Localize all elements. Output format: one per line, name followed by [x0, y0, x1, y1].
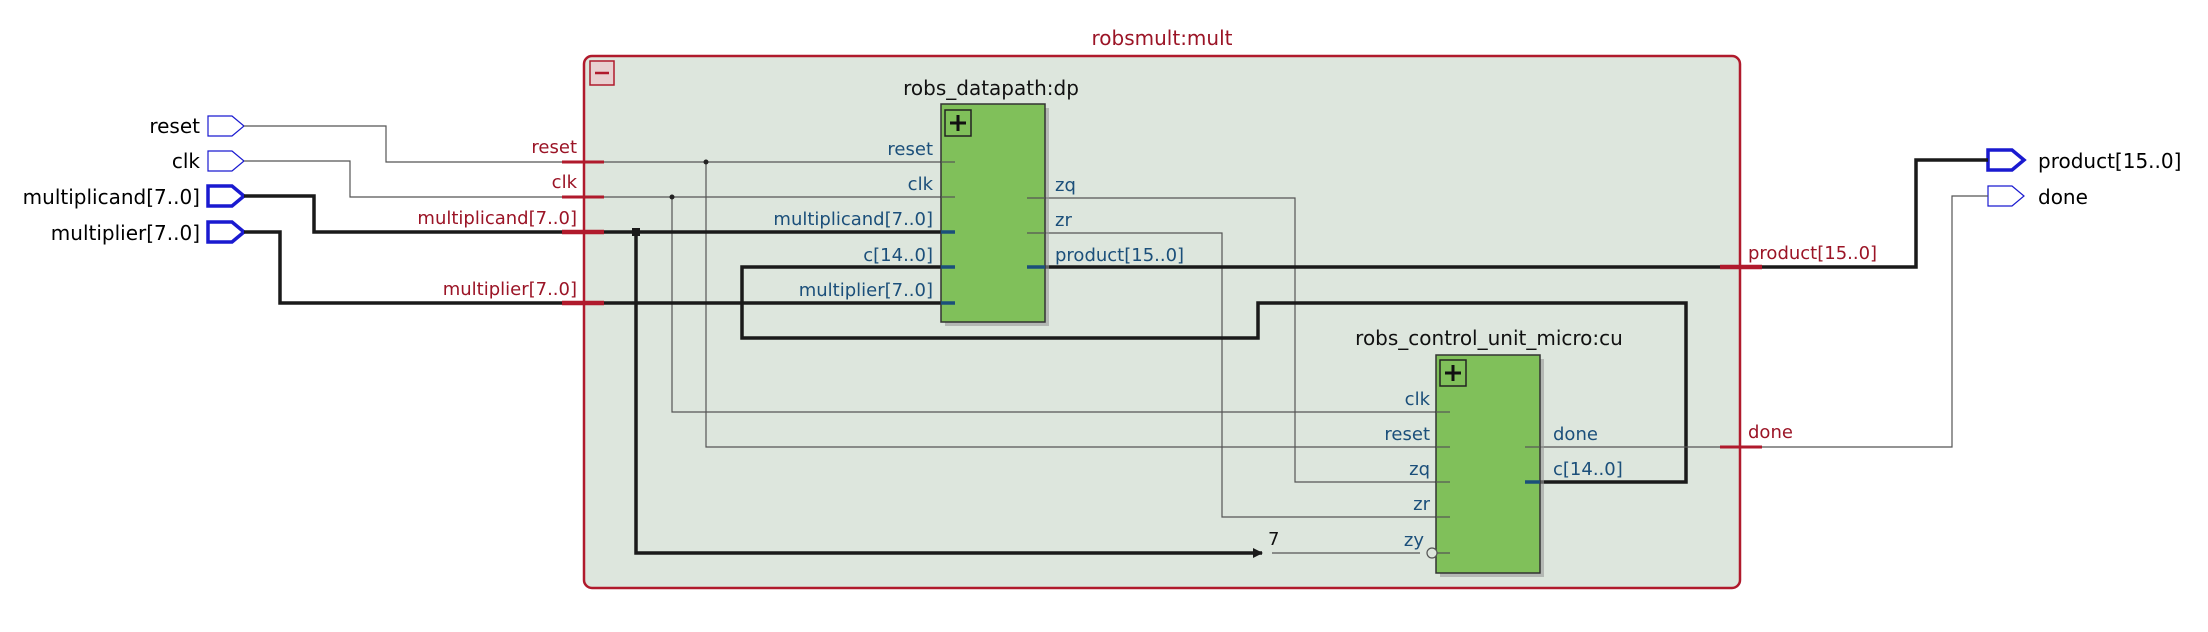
plus-icon[interactable]: [1439, 359, 1467, 387]
wire-c-bus: [740, 265, 1688, 484]
wire-multiplier: [244, 230, 562, 305]
input-label: multiplicand[7..0]: [23, 185, 200, 209]
input-label: multiplier[7..0]: [51, 221, 200, 245]
input-label: reset: [149, 114, 200, 138]
plus-icon[interactable]: [944, 109, 972, 137]
wires: [244, 125, 1988, 558]
wire-zr: [1027, 232, 1448, 518]
datapath-title: robs_datapath:dp: [903, 76, 1079, 100]
cu-port-zy: zy: [1404, 530, 1424, 551]
control-unit-body: [1435, 354, 1541, 574]
cu-port-reset: reset: [1384, 424, 1430, 445]
container-title: robsmult:mult: [1092, 26, 1233, 50]
input-pin-reset[interactable]: reset: [149, 114, 245, 138]
boundary-label-done: done: [1748, 422, 1793, 443]
dp-port-product: product[15..0]: [1055, 245, 1184, 266]
boundary-label-product: product[15..0]: [1748, 243, 1877, 264]
cu-port-zr: zr: [1413, 494, 1430, 515]
minus-icon[interactable]: [589, 60, 615, 86]
control-unit-block[interactable]: robs_control_unit_micro:cu clk reset zq …: [1355, 326, 1623, 577]
wire-zq: [1027, 197, 1448, 483]
cu-port-clk: clk: [1405, 389, 1431, 410]
output-pin-done[interactable]: done: [1987, 185, 2088, 209]
boundary-label-multiplicand: multiplicand[7..0]: [417, 208, 577, 229]
output-label: done: [2038, 185, 2088, 209]
cu-port-c: c[14..0]: [1553, 459, 1623, 480]
control-unit-title: robs_control_unit_micro:cu: [1355, 326, 1623, 350]
output-pin-product[interactable]: product[15..0]: [1986, 148, 2181, 173]
datapath-body: [940, 103, 1046, 323]
wire-multiplicand-tap: [634, 232, 1263, 558]
dp-port-multiplier: multiplier[7..0]: [799, 280, 933, 301]
boundary-ports: reset clk multiplicand[7..0] multiplier[…: [417, 137, 1877, 449]
boundary-label-multiplier: multiplier[7..0]: [443, 279, 577, 300]
input-label: clk: [172, 149, 201, 173]
inverter-bubble: [1426, 547, 1438, 559]
container-frame: [582, 54, 1742, 590]
dp-port-zq: zq: [1055, 175, 1076, 196]
datapath-block[interactable]: robs_datapath:dp reset clk multiplicand[…: [773, 76, 1184, 326]
wire-product-out: [1762, 158, 1988, 269]
input-pin-multiplicand[interactable]: multiplicand[7..0]: [23, 184, 247, 209]
output-pins: product[15..0] done: [1986, 148, 2181, 209]
bit-select-label: 7: [1268, 529, 1279, 550]
module-container[interactable]: robsmult:mult: [582, 26, 1742, 590]
wire-multiplicand: [244, 194, 562, 234]
wire-clk: [244, 160, 562, 198]
cu-port-done: done: [1553, 424, 1598, 445]
dp-port-zr: zr: [1055, 210, 1072, 231]
output-label: product[15..0]: [2038, 149, 2181, 173]
dp-port-clk: clk: [908, 174, 934, 195]
wire-reset: [244, 125, 562, 163]
dp-port-c: c[14..0]: [863, 245, 933, 266]
wire-reset-cu: [705, 162, 1448, 448]
wire-done-out: [1762, 195, 1988, 448]
input-pin-clk[interactable]: clk: [172, 149, 245, 173]
boundary-label-clk: clk: [552, 172, 578, 193]
dp-port-multiplicand: multiplicand[7..0]: [773, 209, 933, 230]
input-pin-multiplier[interactable]: multiplier[7..0]: [51, 220, 247, 245]
boundary-label-reset: reset: [531, 137, 577, 158]
wire-clk-cu: [671, 197, 1448, 413]
cu-port-zq: zq: [1409, 459, 1430, 480]
input-pins: reset clk multiplicand[7..0] multiplier[…: [23, 114, 247, 245]
dp-port-reset: reset: [887, 139, 933, 160]
